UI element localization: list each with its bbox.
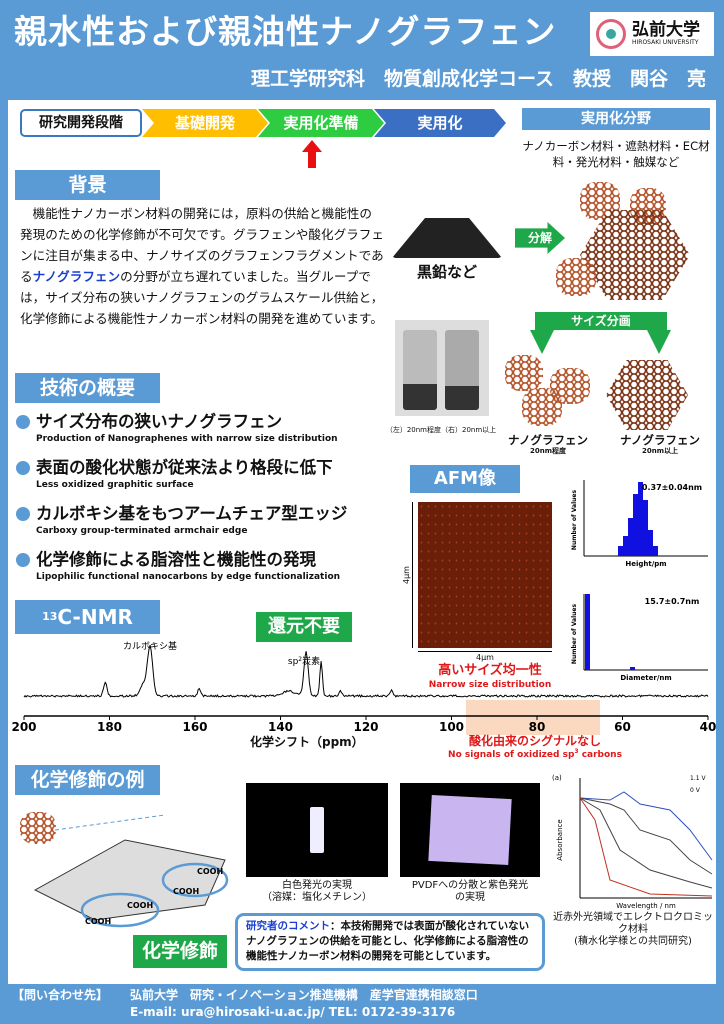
svg-text:COOH: COOH bbox=[197, 867, 223, 876]
stage-label: 研究開発段階 bbox=[20, 109, 142, 137]
fragment-image bbox=[556, 258, 596, 296]
tech-item: カルボキシ基をもつアームチェア型エッジCarboxy group-termina… bbox=[16, 504, 347, 537]
height-xlabel: Height/pm bbox=[625, 560, 666, 568]
logo-english: HIROSAKI UNIVERSITY bbox=[632, 39, 700, 46]
graphite-label: 黒鉛など bbox=[392, 263, 502, 281]
logo-name: 弘前大学 bbox=[632, 21, 700, 39]
tech-item: 化学修飾による脂溶性と機能性の発現Lipophilic functional n… bbox=[16, 550, 340, 583]
nmr-tick-label: 40 bbox=[700, 720, 717, 734]
violet-emission-photo bbox=[400, 783, 540, 877]
current-stage-arrow-icon bbox=[302, 140, 322, 168]
researcher-comment: 研究者のコメント：本技術開発では表面が酸化されていないナノグラフェンの供給を可能… bbox=[235, 913, 545, 971]
diameter-value: 15.7±0.7nm bbox=[645, 597, 700, 606]
photo1-caption: 白色発光の実現（溶媒：塩化メチレン） bbox=[246, 880, 388, 904]
svg-text:COOH: COOH bbox=[85, 917, 111, 926]
nmr-tick-label: 120 bbox=[353, 720, 378, 734]
university-logo: 弘前大学HIROSAKI UNIVERSITY bbox=[590, 12, 714, 56]
height-ylabel: Number of Values bbox=[571, 490, 578, 551]
stage-preparation: 実用化準備 bbox=[258, 109, 384, 137]
afm-scale-y: 4μm bbox=[402, 566, 412, 584]
vials-caption: （左）20nm程度（右）20nm以上 bbox=[385, 426, 497, 435]
chem-mod-badge: 化学修飾 bbox=[133, 935, 227, 968]
nmr-tick-label: 100 bbox=[439, 720, 464, 734]
afm-image bbox=[418, 502, 552, 648]
contact-label: 【問い合わせ先】 bbox=[12, 988, 108, 1003]
nmr-tick-label: 200 bbox=[11, 720, 36, 734]
photo2-caption: PVDFへの分散と紫色発光の実現 bbox=[400, 880, 540, 904]
carboxy-peak-label: カルボキシ基 bbox=[123, 640, 177, 652]
stage-practical: 実用化 bbox=[374, 109, 506, 137]
nmr-tick-label: 160 bbox=[182, 720, 207, 734]
vials-photo bbox=[395, 320, 489, 416]
svg-text:Absorbance: Absorbance bbox=[556, 819, 564, 860]
no-signal-note: 酸化由来のシグナルなし bbox=[440, 734, 630, 748]
edge-structure-diagram: COOH COOH COOH COOH bbox=[15, 810, 245, 930]
poster-title: 親水性および親油性ナノグラフェン bbox=[14, 12, 556, 52]
stage-basic: 基礎開発 bbox=[142, 109, 268, 137]
large-ng-label: ナノグラフェン20nm以上 bbox=[610, 433, 710, 456]
field-text: ナノカーボン材料・遮熱材料・EC材料・発光材料・触媒など bbox=[522, 138, 710, 170]
field-heading: 実用化分野 bbox=[522, 108, 710, 130]
fractionate-arrow: サイズ分画 bbox=[535, 312, 667, 330]
background-text: 機能性ナノカーボン材料の開発には，原料の供給と機能性の発現のための化学修飾が不可… bbox=[20, 203, 384, 329]
nmr-heading: 13C-NMR bbox=[15, 600, 160, 634]
svg-text:(a): (a) bbox=[552, 774, 562, 782]
nmr-xlabel: 化学シフト（ppm） bbox=[250, 735, 364, 750]
nmr-tick-label: 140 bbox=[268, 720, 293, 734]
contact-details: E-mail: ura@hirosaki-u.ac.jp/ TEL: 0172-… bbox=[130, 1005, 455, 1020]
chem-heading: 化学修飾の例 bbox=[15, 765, 160, 795]
tech-heading: 技術の概要 bbox=[15, 373, 160, 403]
small-nanographene-image bbox=[522, 388, 562, 426]
flower-emblem-icon bbox=[596, 19, 626, 49]
height-histogram: 0.37±0.04nm Height/pm Number of Values bbox=[568, 476, 716, 568]
afm-heading: AFM像 bbox=[410, 465, 520, 493]
height-value: 0.37±0.04nm bbox=[642, 483, 702, 492]
small-ng-label: ナノグラフェン20nm程度 bbox=[500, 433, 596, 456]
svg-text:COOH: COOH bbox=[173, 887, 199, 896]
sp2-peak-label: sp2炭素 bbox=[288, 655, 320, 667]
nmr-tick-label: 180 bbox=[97, 720, 122, 734]
svg-text:COOH: COOH bbox=[127, 901, 153, 910]
no-reduction-badge: 還元不要 bbox=[256, 612, 352, 642]
svg-text:1.1 V: 1.1 V bbox=[690, 775, 706, 782]
white-emission-photo bbox=[246, 783, 388, 877]
contact-org: 弘前大学 研究・イノベーション推進機構 産学官連携相談窓口 bbox=[130, 988, 478, 1003]
svg-text:0 V: 0 V bbox=[690, 787, 701, 794]
spectrum-caption: 近赤外光領域でエレクトロクロミック材料(積水化学様との共同研究) bbox=[550, 912, 716, 948]
background-heading: 背景 bbox=[15, 170, 160, 200]
small-nanographene-image bbox=[505, 355, 543, 391]
tech-item: 表面の酸化状態が従来法より格段に低下Less oxidized graphiti… bbox=[16, 458, 333, 491]
author-line: 理工学研究科 物質創成化学コース 教授 関谷 亮 bbox=[251, 68, 706, 91]
nmr-tick-label: 60 bbox=[614, 720, 631, 734]
arrow-down-icon bbox=[647, 330, 671, 354]
nmr-spectrum: 200 180 160 140 120 100 80 60 40 カルボキシ基 sp2炭素 bbox=[0, 640, 724, 734]
absorbance-spectrum: (a) 1.1 V 0 V Wavelength / nm Absorbance bbox=[550, 770, 716, 910]
nmr-tick-label: 80 bbox=[529, 720, 546, 734]
no-signal-note-en: No signals of oxidized sp3 carbons bbox=[420, 750, 650, 761]
svg-text:Wavelength / nm: Wavelength / nm bbox=[616, 902, 676, 910]
tech-item: サイズ分布の狭いナノグラフェンProduction of Nanographen… bbox=[16, 412, 338, 445]
arrow-down-icon bbox=[530, 330, 554, 354]
